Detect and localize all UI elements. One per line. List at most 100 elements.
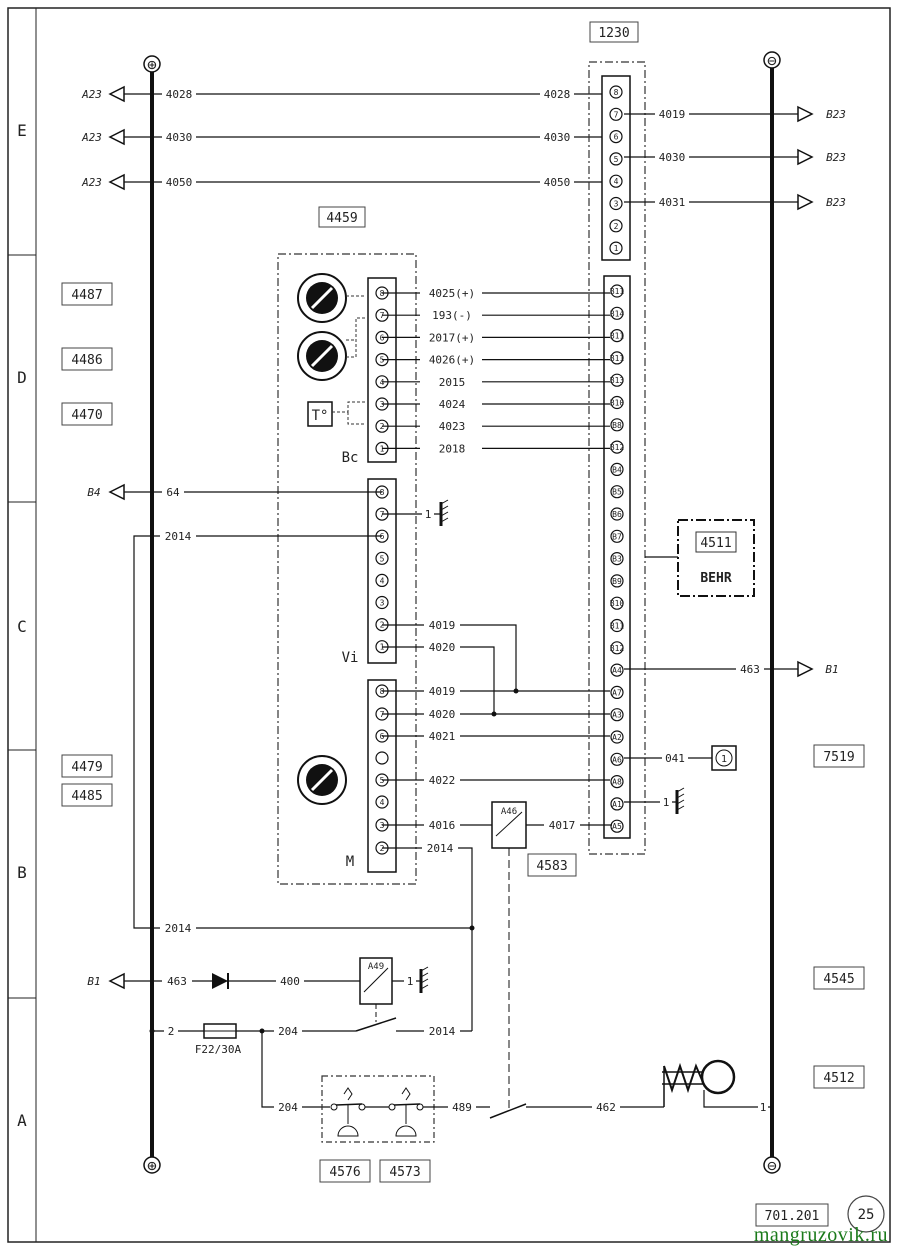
- behr-pin: [610, 596, 624, 610]
- behr-pin: [610, 507, 624, 521]
- bc-wire-0: 4025(+): [382, 286, 610, 300]
- top-connector-pin: [609, 130, 623, 144]
- m-wire-0: 4019: [382, 684, 610, 698]
- behr-pin: [610, 529, 624, 543]
- vi-wire-4019: 4019: [382, 618, 519, 694]
- top-connector-pin-label: 8: [614, 88, 619, 97]
- vi-pin-label: 6: [380, 532, 385, 541]
- right-wire-4031: 4031 B23: [624, 193, 846, 211]
- top-connector-pin-label: 7: [614, 110, 619, 119]
- wire-label: 1: [760, 1101, 767, 1114]
- behr-pin-label: A2: [612, 733, 622, 742]
- wire-label: 4020: [429, 641, 456, 654]
- wire-label: 489: [452, 1101, 472, 1114]
- wire-label: 4030: [544, 131, 571, 144]
- wire-label: 1: [425, 508, 432, 521]
- bc-wire-7: 2018: [382, 441, 610, 455]
- connector-vi-label: Vi: [342, 650, 359, 666]
- vi-wire-ground: 1: [382, 499, 449, 526]
- wire-label: 463: [740, 663, 760, 676]
- wire-label: 2014: [165, 922, 192, 935]
- m-wire-1: 4020: [382, 707, 610, 721]
- vi-pin-label: 8: [380, 488, 385, 497]
- behr-pin-label: A3: [612, 711, 622, 720]
- dest-label: B23: [826, 196, 846, 209]
- dest-label: B23: [826, 151, 846, 164]
- ref-4512: 4512: [823, 1071, 854, 1086]
- bc-wire-2: 2017(+): [382, 330, 610, 344]
- row-label-b: B: [17, 863, 27, 882]
- top-connector-pin-label: 1: [614, 244, 619, 253]
- behr-pin-label: B10: [610, 399, 625, 408]
- top-connector-pin-label: 6: [614, 133, 619, 142]
- knob-upper: [297, 273, 366, 323]
- behr-pin: [610, 485, 624, 499]
- behr-pin-label: B5: [612, 488, 622, 497]
- behr-pin: [610, 819, 624, 833]
- behr-pin: [610, 440, 624, 454]
- bc-wire-1: 193(-): [382, 308, 610, 322]
- top-connector-pin-label: 2: [614, 222, 619, 231]
- temperature-sensor: T°: [307, 401, 366, 427]
- wire-label: 193(-): [432, 309, 472, 322]
- positive-top-symbol: ⊕: [147, 55, 157, 74]
- behr-pin: [610, 685, 624, 700]
- wire-463-left: 463 B1 400: [87, 972, 360, 990]
- vi-pin-label: 4: [380, 576, 385, 585]
- ref-4486: 4486: [71, 353, 102, 368]
- dest-label: B23: [826, 108, 846, 121]
- svg-text:1: 1: [721, 754, 727, 765]
- relay-a49: A49 1: [359, 957, 429, 1022]
- behr-pin-label: B8: [612, 421, 622, 430]
- left-wire-4050: 4050 A23 4050: [81, 173, 606, 191]
- behr-pin: [610, 730, 624, 744]
- row-label-a: A: [17, 1111, 27, 1130]
- wire-label: 041: [665, 752, 685, 765]
- pressure-switches: 204 489 462: [261, 1031, 664, 1143]
- behr-pin: [610, 373, 624, 387]
- dest-label: B1: [87, 975, 100, 988]
- fuse-label: F22/30A: [195, 1043, 242, 1056]
- ref-4479: 4479: [71, 760, 102, 775]
- watermark: mangruzovik.ru: [753, 1224, 888, 1246]
- dest-label: A23: [81, 176, 102, 189]
- negative-bottom-symbol: ⊖: [767, 1156, 777, 1175]
- vi-wire-4020: 4020: [382, 640, 497, 717]
- wire-label: 4017: [549, 819, 576, 832]
- wire-463-right: 463 B1: [624, 660, 839, 678]
- dest-label: B1: [825, 663, 838, 676]
- behr-module: [677, 519, 755, 597]
- relay-a46-label: A46: [501, 807, 517, 817]
- bc-wire-3: 4026(+): [382, 352, 610, 367]
- vi-pin: [375, 595, 389, 610]
- behr-pin: [610, 708, 624, 722]
- behr-pin-label: A7: [612, 688, 622, 697]
- wire-041-lamp: 041 1: [624, 745, 737, 771]
- m-wire-3: 4022: [382, 773, 610, 787]
- ref-7519: 7519: [823, 750, 854, 765]
- wire-label: 4019: [429, 685, 456, 698]
- wire-label: 2015: [439, 376, 466, 389]
- behr-pin-label: B11: [610, 354, 625, 363]
- behr-pin-label: B3: [612, 555, 622, 564]
- left-wire-4028: 4028 A23 4028: [81, 85, 606, 103]
- wire-label: 4031: [659, 196, 686, 209]
- behr-pin: [610, 618, 624, 633]
- row-label-c: C: [17, 617, 27, 636]
- wire-label: 462: [596, 1101, 616, 1114]
- dest-label: A23: [81, 88, 102, 101]
- wire-label: 1: [663, 796, 670, 809]
- behr-pin: [610, 306, 624, 320]
- relay-a46: 4016 A46 4017: [382, 801, 612, 1108]
- bottom-ref-4576: 4576: [329, 1165, 360, 1180]
- wire-label: 4028: [166, 88, 193, 101]
- top-connector-pin: [609, 152, 623, 166]
- wire-label: 204: [278, 1101, 298, 1114]
- behr-pin-label: B13: [610, 376, 625, 385]
- ecu-box-label: 4459: [326, 211, 357, 226]
- behr-pin-label: B10: [610, 599, 625, 608]
- behr-pin: [610, 462, 624, 476]
- ref-4487: 4487: [71, 288, 102, 303]
- ref-4470: 4470: [71, 408, 102, 423]
- knob-lower: [297, 755, 347, 805]
